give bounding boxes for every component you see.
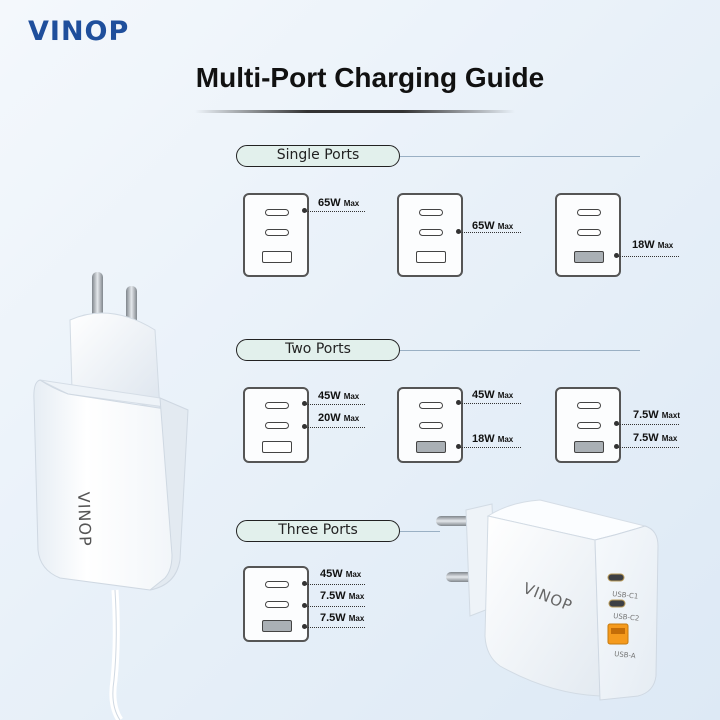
power-label: 20W Max xyxy=(318,412,360,424)
port-panel-two-c1-a xyxy=(397,387,463,463)
usb-a-port-icon xyxy=(262,620,292,632)
leader-line xyxy=(456,444,521,449)
port-panel-single-c2 xyxy=(397,193,463,277)
leader-line xyxy=(456,229,521,234)
power-label: 7.5W Max xyxy=(320,590,365,602)
usb-a-port-icon xyxy=(416,251,446,263)
usb-c2-port-icon xyxy=(577,422,601,429)
power-label: 18W Max xyxy=(472,433,514,445)
usb-c1-port-icon xyxy=(577,209,601,216)
power-label: 7.5W Max xyxy=(633,432,678,444)
port-label-usb-c2: USB-C2 xyxy=(613,612,640,623)
section-line xyxy=(400,156,640,157)
section-line xyxy=(400,531,440,532)
usb-c1-port-icon xyxy=(265,581,289,588)
usb-a-port-icon xyxy=(262,251,292,263)
section-label-single-ports: Single Ports xyxy=(236,145,400,167)
usb-a-port-icon xyxy=(574,251,604,263)
leader-line xyxy=(614,421,679,426)
power-label: 7.5W Maxt xyxy=(633,409,680,421)
leader-line xyxy=(614,444,679,449)
usb-a-port-icon xyxy=(416,441,446,453)
port-panel-single-a xyxy=(555,193,621,277)
usb-c1-port-icon xyxy=(265,209,289,216)
leader-line xyxy=(302,424,365,429)
plug-pin-icon xyxy=(92,272,103,320)
usb-c1-port-icon xyxy=(265,402,289,409)
title-divider xyxy=(195,110,515,113)
usb-a-port-icon xyxy=(262,441,292,453)
usb-a-port-icon xyxy=(574,441,604,453)
usb-c2-port-icon xyxy=(265,422,289,429)
section-label-two-ports: Two Ports xyxy=(236,339,400,361)
port-panel-two-c1-c2 xyxy=(243,387,309,463)
usb-c1-port-icon xyxy=(577,402,601,409)
usb-c2-port-icon xyxy=(608,599,626,608)
brand-logo: VINOP xyxy=(28,16,130,47)
power-label: 45W Max xyxy=(472,389,514,401)
power-label: 18W Max xyxy=(632,239,674,251)
power-label: 7.5W Max xyxy=(320,612,365,624)
power-label: 45W Max xyxy=(320,568,362,580)
section-line xyxy=(400,350,640,351)
usb-c1-port-icon xyxy=(419,209,443,216)
port-label-usb-a: USB-A xyxy=(614,650,636,660)
leader-line xyxy=(302,581,365,586)
leader-line xyxy=(302,208,365,213)
usb-c2-port-icon xyxy=(265,601,289,608)
power-label: 45W Max xyxy=(318,390,360,402)
section-label-three-ports: Three Ports xyxy=(236,520,400,542)
usb-c2-port-icon xyxy=(419,422,443,429)
charger-side-view-image: VINOP xyxy=(33,272,189,720)
leader-line xyxy=(302,603,365,608)
usb-c1-port-icon xyxy=(607,573,625,582)
port-label-usb-c1: USB-C1 xyxy=(612,590,639,601)
page-title: Multi-Port Charging Guide xyxy=(195,62,545,93)
charger-logo-text: VINOP xyxy=(74,491,95,547)
power-label: 65W Max xyxy=(318,197,360,209)
usb-c2-port-icon xyxy=(265,229,289,236)
leader-line xyxy=(456,400,521,405)
usb-c2-port-icon xyxy=(577,229,601,236)
leader-line xyxy=(614,253,679,258)
port-panel-two-c2-a xyxy=(555,387,621,463)
usb-c2-port-icon xyxy=(419,229,443,236)
port-panel-three-all xyxy=(243,566,309,642)
leader-line xyxy=(302,401,365,406)
usb-c1-port-icon xyxy=(419,402,443,409)
port-panel-single-c1 xyxy=(243,193,309,277)
leader-line xyxy=(302,624,365,629)
power-label: 65W Max xyxy=(472,220,514,232)
charger-front-view-image: VINOP USB-C1 USB-C2 USB-A xyxy=(436,499,659,701)
